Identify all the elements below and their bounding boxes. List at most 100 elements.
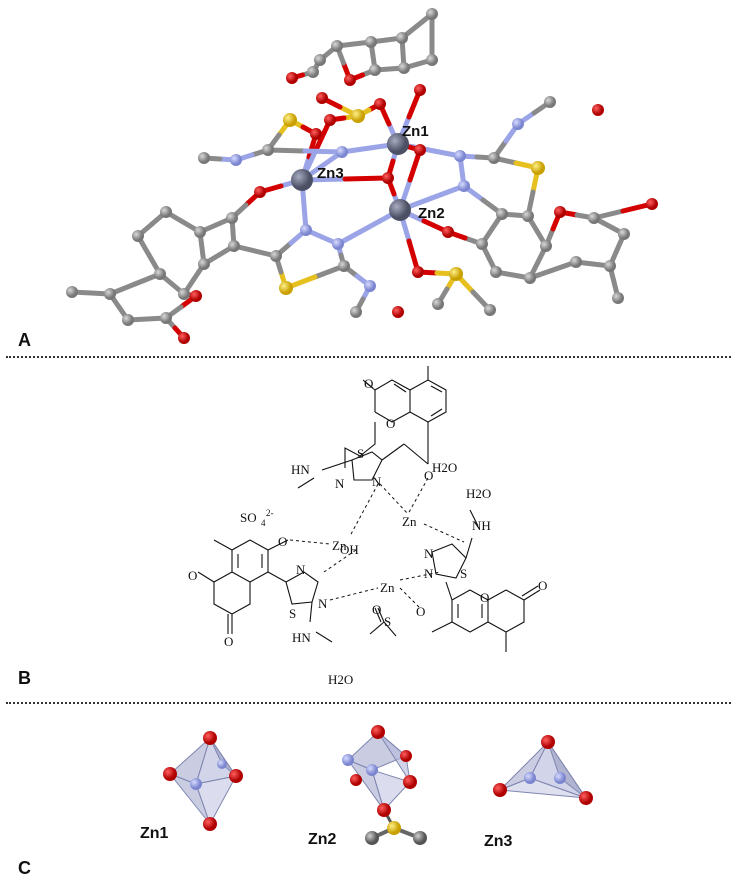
oxygen-atom [324,114,336,126]
svg-text:O: O [386,416,395,431]
zn3-polyhedron-label: Zn3 [484,833,513,850]
oxygen-atom [646,198,658,210]
carbon-atom [228,240,240,252]
sulfur-atom [283,113,297,127]
carbon-atom [496,208,508,220]
svg-text:N: N [318,596,328,611]
panel-letter-c: C [18,858,31,878]
carbon-atom [194,226,206,238]
zn1-polyhedron-label: Zn1 [140,825,169,842]
oxygen-atom [442,226,454,238]
carbon-atom [432,298,444,310]
nitrogen-atom [458,180,470,192]
svg-text:O: O [188,568,197,583]
carbon-atom [314,54,326,66]
carbon-atom [154,268,166,280]
bond [342,175,391,182]
carbon-atom [198,152,210,164]
carbon-atom [365,36,377,48]
zinc-atom [291,169,313,191]
bond [302,148,345,155]
svg-text:S: S [384,614,391,629]
panel-letter-a: A [18,330,31,350]
carbon-atom [488,152,500,164]
panel-c-coordination-polyhedra: Zn1 Zn2 Zn3 C [0,706,737,886]
svg-text:S: S [460,566,467,581]
sulfur-atom [531,161,545,175]
oxygen-atom [414,144,426,156]
svg-text:O: O [364,376,373,391]
carbon-atom [588,212,600,224]
carbon-atom [270,250,282,262]
zn2-polyhedron [342,725,427,845]
zn1-polyhedron [163,731,243,831]
svg-text:N: N [296,562,306,577]
carbon-atom [66,286,78,298]
coordination-bonds [289,477,465,609]
nitrogen-atom [332,238,344,250]
right-pyranone-ring [487,589,525,633]
carbon-atom [178,288,190,300]
zinc-atom [387,133,409,155]
svg-text:O: O [538,578,547,593]
crystal-structure-3d: Zn1 Zn2 Zn3 [66,8,658,344]
carbon-atom [338,260,350,272]
carbon-atom [104,288,116,300]
oxygen-atom [554,206,566,218]
svg-text:4: 4 [261,518,266,528]
svg-text:2-: 2- [266,508,274,518]
carbon-atom [369,64,381,76]
separator-2 [6,702,731,704]
svg-text:Zn: Zn [380,580,395,595]
panel-a-crystal-structure: Zn1 Zn2 Zn3 A [0,0,737,352]
zn1-label: Zn1 [402,123,429,140]
nitrogen-atom [454,150,466,162]
carbon-atom [160,312,172,324]
oxygen-atom [374,98,386,110]
nitrogen-atom [364,280,376,292]
carbon-atom [426,8,438,20]
svg-text:NH: NH [472,518,491,533]
carbon-atom [476,238,488,250]
oxygen-atom [286,72,298,84]
svg-text:S: S [357,446,364,461]
zn3-polyhedron [493,735,593,805]
oxygen-atom [592,104,604,116]
left-thiadiazole-ring [285,571,319,605]
oxygen-atom [254,186,266,198]
hydroxide-label: OH [340,542,359,557]
carbon-atom [396,32,408,44]
chemical-scheme: O O O S HN N N Zn Zn Zn O N N S HN O O N… [188,366,547,687]
svg-text:O: O [480,590,489,605]
carbon-atom [484,304,496,316]
oxygen-atom [412,266,424,278]
svg-text:Zn: Zn [402,514,417,529]
svg-text:N: N [424,546,434,561]
sulfur-atom [351,109,365,123]
carbon-atom [198,258,210,270]
zn2-label: Zn2 [418,205,445,222]
top-thiadiazole-ring [351,451,383,481]
carbon-atom [398,62,410,74]
carbon-atom [262,144,274,156]
left-benzene-ring [231,539,269,583]
svg-text:Zn: Zn [332,538,347,553]
svg-text:S: S [289,606,296,621]
oxygen-atom [392,306,404,318]
scheme-labels: O O O S HN N N Zn Zn Zn O N N S HN O O N… [188,376,547,687]
left-pyranone-ring [213,571,251,615]
carbon-atom [307,66,319,78]
carbon-atom [612,292,624,304]
carbon-atom [331,40,343,52]
bond [265,147,308,154]
svg-text:N: N [335,476,345,491]
sulfate-label: SO [240,510,257,525]
right-thiadiazole-ring [431,543,467,579]
oxygen-atom [316,92,328,104]
carbon-atom [570,256,582,268]
carbon-atom [524,272,536,284]
carbon-atom [544,96,556,108]
svg-text:HN: HN [292,630,311,645]
carbon-atom [160,206,172,218]
oxygen-atom [178,332,190,344]
